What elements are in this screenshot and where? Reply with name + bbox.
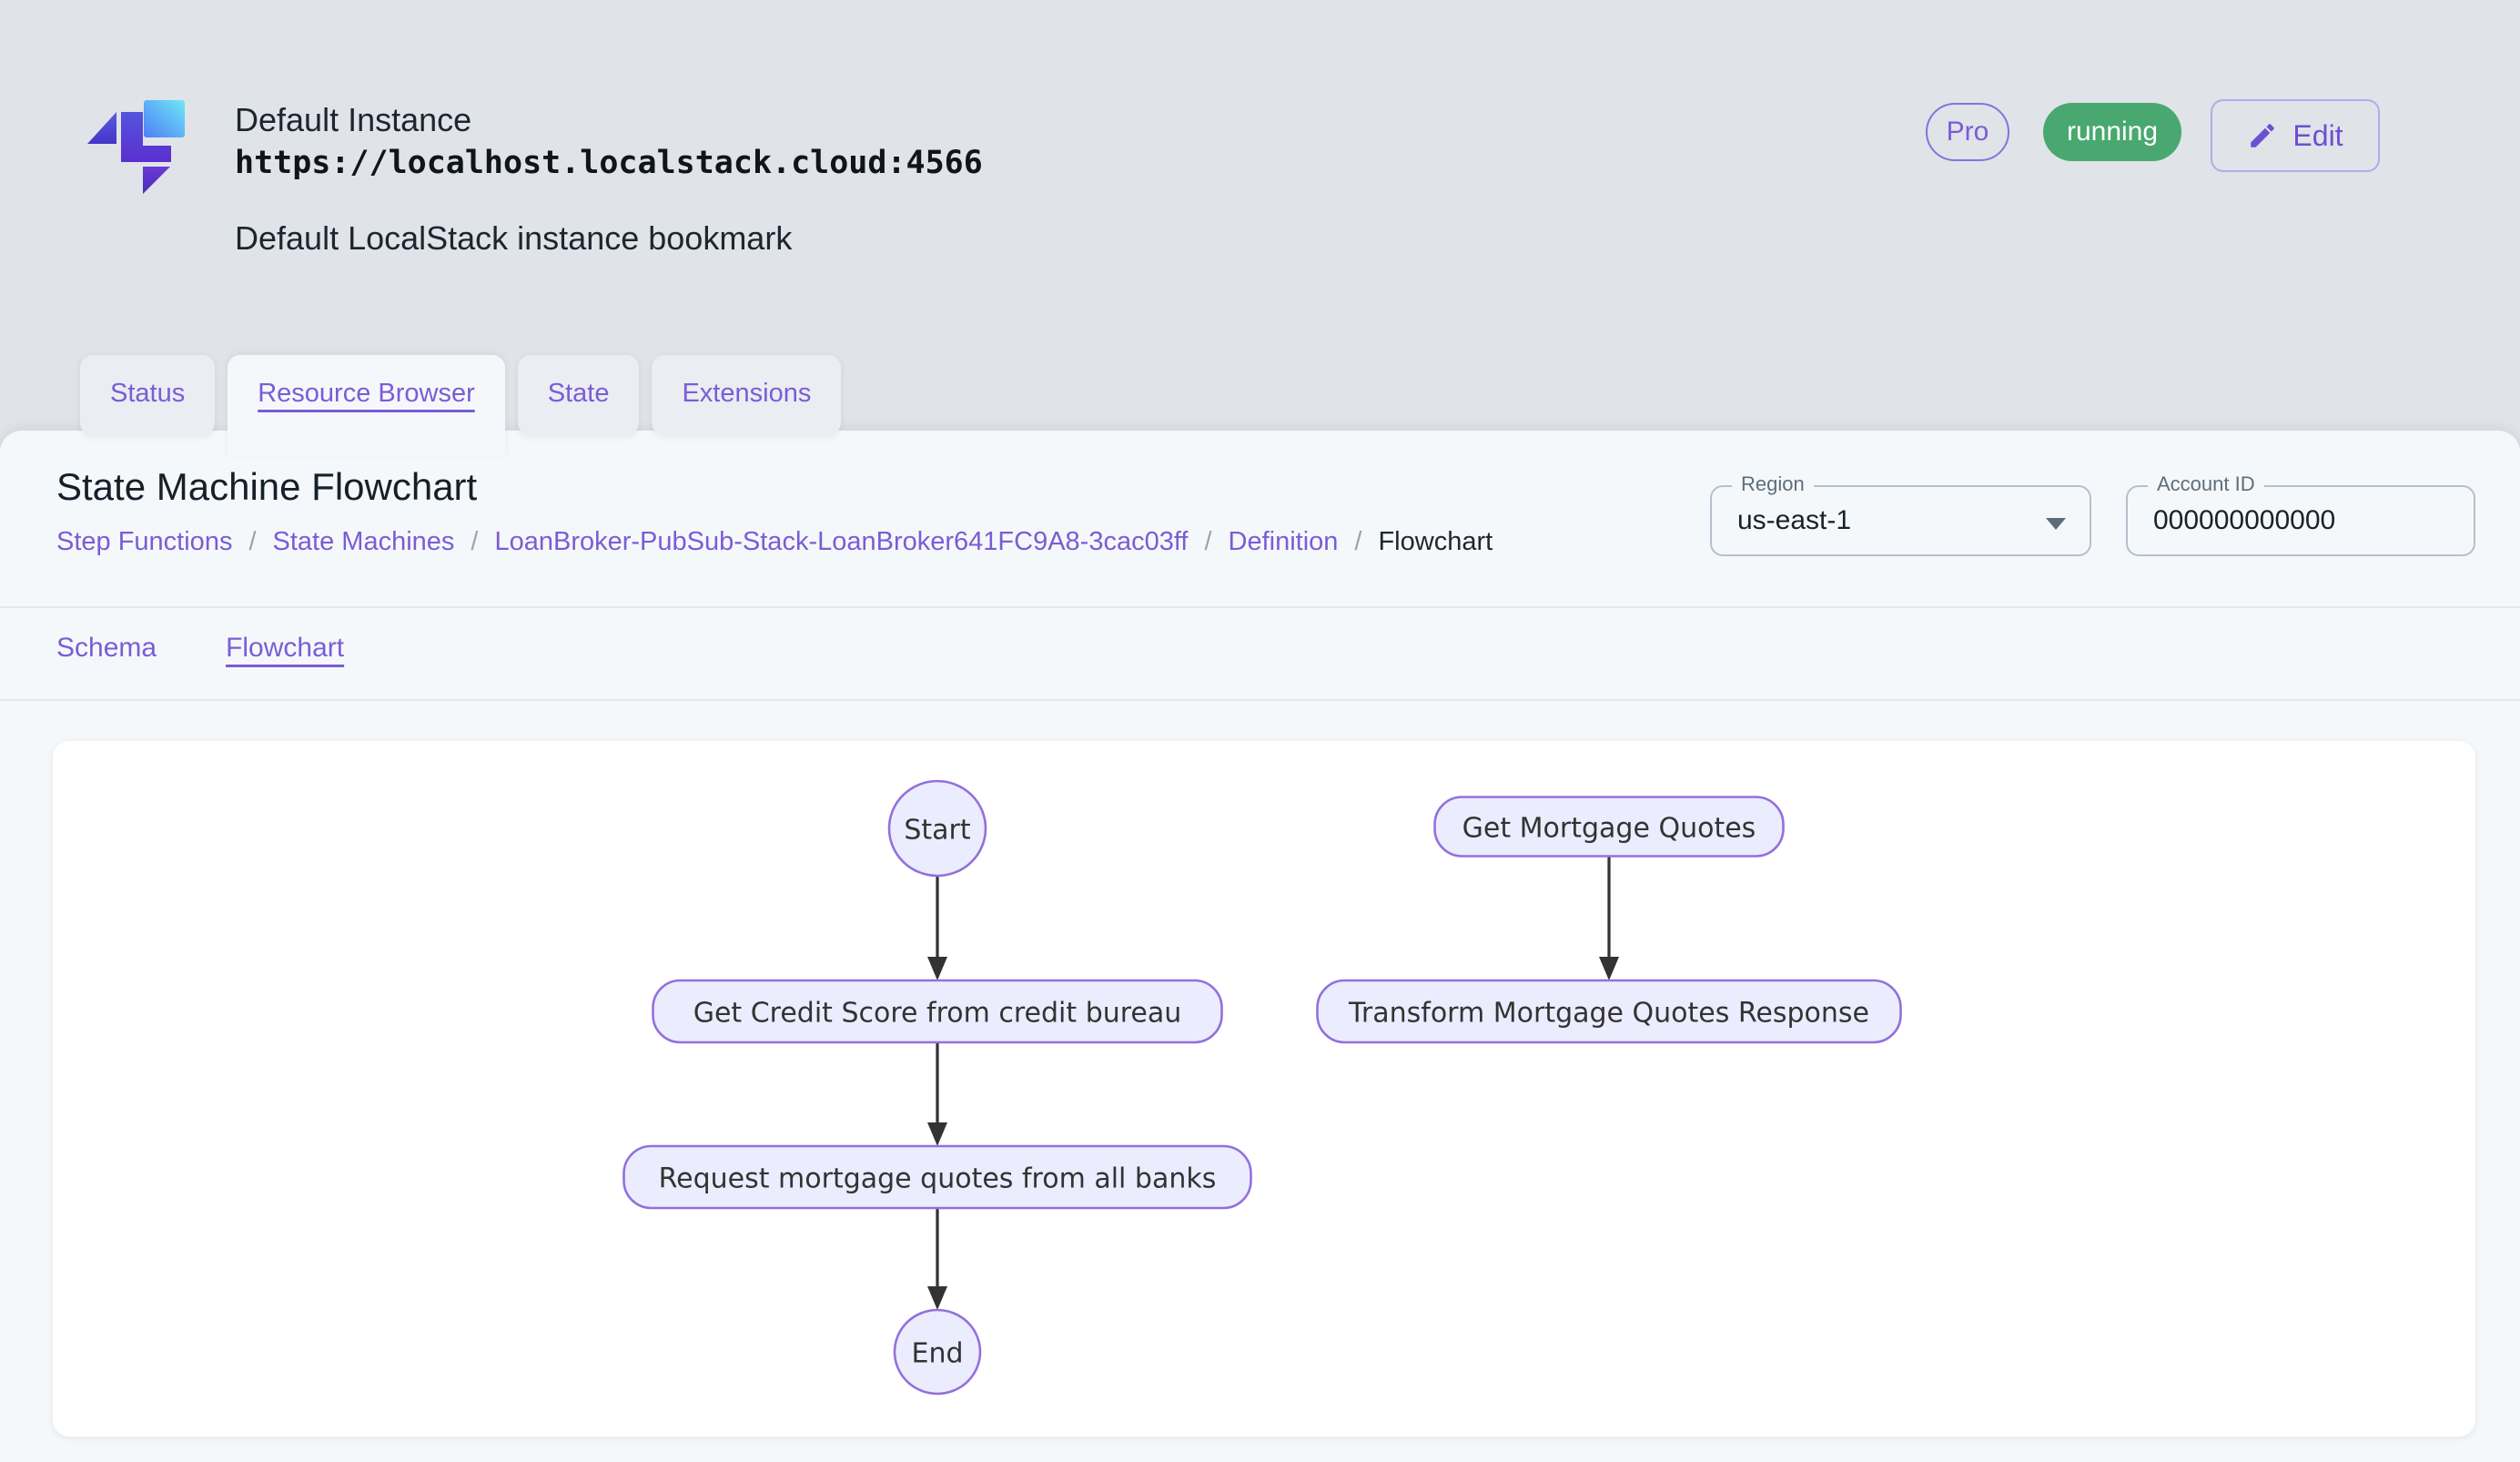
breadcrumb-state-machines[interactable]: State Machines (272, 527, 455, 556)
flowchart-node-mortgage (1433, 796, 1785, 858)
instance-name: Default Instance (235, 101, 472, 138)
breadcrumb-definition[interactable]: Definition (1228, 527, 1339, 556)
flowchart-node-end (893, 1308, 982, 1396)
flowchart-node-start (887, 779, 987, 878)
breadcrumb-step-functions[interactable]: Step Functions (56, 527, 233, 556)
breadcrumb-current-flowchart: Flowchart (1378, 527, 1493, 556)
flowchart-node-label: Get Credit Score from credit bureau (693, 998, 1182, 1030)
flowchart-node-label: End (911, 1338, 963, 1370)
tab-resource-browser[interactable]: Resource Browser (228, 355, 505, 457)
instance-description: Default LocalStack instance bookmark (235, 219, 793, 257)
definition-subtabs: Schema Flowchart (56, 633, 344, 673)
breadcrumb-separator: / (471, 527, 479, 556)
page-title: State Machine Flowchart (56, 465, 478, 508)
subtab-flowchart[interactable]: Flowchart (226, 633, 345, 663)
subtab-schema[interactable]: Schema (56, 633, 157, 663)
instance-url: https://localhost.localstack.cloud:4566 (235, 145, 983, 181)
localstack-logo-icon (87, 100, 185, 194)
region-select[interactable]: Region us-east-1 (1710, 472, 2091, 556)
region-select-label: Region (1732, 472, 1814, 496)
resource-browser-panel: State Machine Flowchart Step Functions /… (0, 431, 2520, 1462)
tab-label: Status (110, 379, 186, 408)
flowchart-arrowhead-icon (927, 957, 947, 980)
account-id-field: Account ID (2126, 472, 2475, 556)
subtabs-divider (0, 699, 2520, 701)
instance-tabs: Status Resource Browser State Extensions (80, 355, 842, 457)
breadcrumb: Step Functions / State Machines / LoanBr… (56, 527, 1493, 557)
flowchart-node-label: Transform Mortgage Quotes Response (1348, 998, 1869, 1030)
flowchart-node-label: Request mortgage quotes from all banks (659, 1163, 1217, 1195)
breadcrumb-separator: / (1204, 527, 1212, 556)
breadcrumb-separator: / (248, 527, 257, 556)
edit-button[interactable]: Edit (2211, 99, 2380, 172)
breadcrumb-separator: / (1354, 527, 1362, 556)
flowchart-node-label: Start (904, 815, 971, 847)
tab-extensions[interactable]: Extensions (652, 355, 842, 435)
breadcrumb-state-machine-name[interactable]: LoanBroker-PubSub-Stack-LoanBroker641FC9… (494, 527, 1189, 556)
flowchart-arrowhead-icon (927, 1286, 947, 1310)
flowchart-node-request (622, 1144, 1252, 1210)
region-select-value: us-east-1 (1737, 505, 1852, 535)
tab-label: Extensions (682, 379, 812, 408)
header-divider (0, 606, 2520, 608)
account-id-input[interactable] (2153, 487, 2444, 554)
flowchart-node-transform (1316, 979, 1902, 1044)
dropdown-arrow-icon (2046, 518, 2066, 530)
pro-badge: Pro (1926, 103, 2009, 161)
pencil-icon (2251, 124, 2275, 147)
flowchart-node-label: Get Mortgage Quotes (1462, 813, 1756, 845)
edit-button-label: Edit (2292, 118, 2343, 152)
flowchart-node-credit (652, 979, 1223, 1044)
tab-label: Resource Browser (258, 379, 475, 408)
running-status-badge: running (2043, 103, 2181, 161)
flowchart-arrowhead-icon (1599, 957, 1619, 980)
instance-header: Default Instance https://localhost.local… (235, 100, 983, 259)
flowchart-arrowhead-icon (927, 1122, 947, 1146)
tab-state[interactable]: State (517, 355, 640, 435)
tab-label: State (547, 379, 610, 408)
tab-status[interactable]: Status (80, 355, 216, 435)
